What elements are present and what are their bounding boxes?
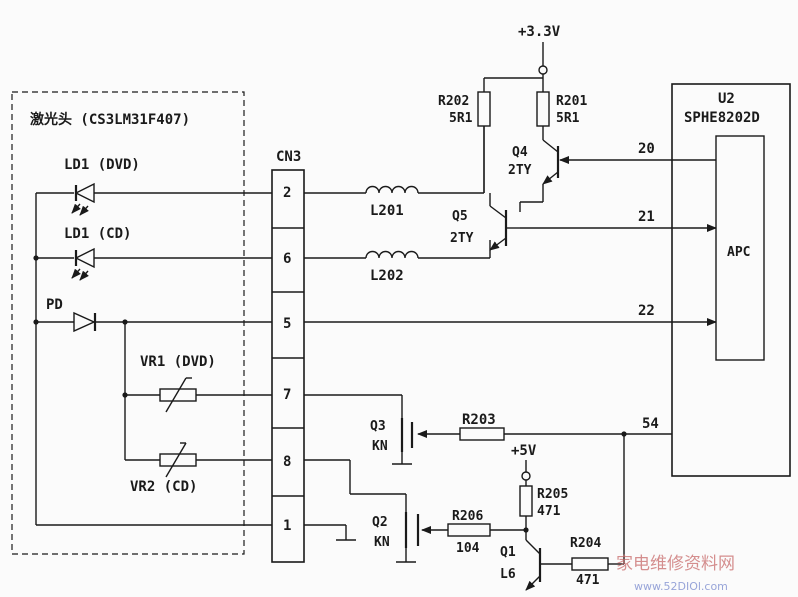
pin-54-label: 54 bbox=[642, 416, 659, 432]
r202-value: 5R1 bbox=[449, 111, 473, 126]
ld1-cd-diode-icon bbox=[36, 247, 272, 281]
q4-name: Q4 bbox=[512, 145, 528, 160]
r204-name: R204 bbox=[570, 536, 601, 551]
laser-head-label: 激光头 (CS3LM31F407) bbox=[30, 111, 190, 128]
apc-block bbox=[715, 135, 765, 361]
r202-resistor-icon bbox=[477, 91, 491, 127]
r206-value: 104 bbox=[456, 541, 480, 556]
q2-transistor-icon bbox=[396, 512, 420, 563]
l202-inductor-icon bbox=[365, 250, 419, 259]
vr1-label: VR1 (DVD) bbox=[140, 354, 216, 370]
r201-resistor-icon bbox=[536, 91, 550, 127]
cn3-dividers bbox=[272, 227, 304, 497]
q2-name: Q2 bbox=[372, 515, 388, 530]
cn3-connector bbox=[271, 169, 305, 563]
l201-label: L201 bbox=[370, 203, 404, 219]
q5-type: 2TY bbox=[450, 231, 474, 246]
ld1-cd-label: LD1 (CD) bbox=[64, 226, 131, 242]
u2-name: U2 bbox=[718, 91, 735, 107]
cn3-pin-5: 5 bbox=[283, 316, 291, 332]
q3-type: KN bbox=[372, 439, 388, 454]
q3-name: Q3 bbox=[370, 419, 386, 434]
pin-20-label: 20 bbox=[638, 141, 655, 157]
vr1-potentiometer-icon bbox=[125, 377, 272, 413]
r206-resistor-icon bbox=[447, 523, 491, 537]
u2-part: SPHE8202D bbox=[684, 110, 760, 126]
r204-value: 471 bbox=[576, 573, 600, 588]
cn3-pin-6: 6 bbox=[283, 251, 291, 267]
vr2-potentiometer-icon bbox=[125, 442, 272, 478]
cn3-label: CN3 bbox=[276, 149, 301, 165]
apc-label: APC bbox=[727, 245, 750, 260]
supply-5v-label: +5V bbox=[511, 443, 537, 459]
q4-type: 2TY bbox=[508, 163, 532, 178]
pd-label: PD bbox=[46, 297, 63, 313]
r205-name: R205 bbox=[537, 487, 568, 502]
r203-resistor-icon bbox=[459, 427, 505, 441]
pin-22-label: 22 bbox=[638, 303, 655, 319]
laser-head-box bbox=[11, 91, 245, 555]
r206-name: R206 bbox=[452, 509, 483, 524]
r205-value: 471 bbox=[537, 504, 561, 519]
l201-inductor-icon bbox=[365, 185, 419, 194]
ld1-dvd-diode-icon bbox=[36, 182, 272, 216]
q5-transistor-icon bbox=[489, 193, 520, 251]
q5-name: Q5 bbox=[452, 209, 468, 224]
q3-transistor-icon bbox=[304, 394, 414, 465]
r205-resistor-icon bbox=[519, 485, 533, 517]
r201-value: 5R1 bbox=[556, 111, 580, 126]
q1-transistor-icon bbox=[525, 539, 572, 591]
cn3-pin-7: 7 bbox=[283, 387, 291, 403]
watermark-text: 家电维修资料网 bbox=[616, 554, 735, 574]
q1-type: L6 bbox=[500, 567, 516, 582]
cn3-pin-2: 2 bbox=[283, 185, 291, 201]
r202-name: R202 bbox=[438, 94, 469, 109]
q4-transistor-icon bbox=[519, 139, 560, 212]
cn3-pin-1: 1 bbox=[283, 518, 291, 534]
pin-21-label: 21 bbox=[638, 209, 655, 225]
watermark-url: www.52DIOl.com bbox=[634, 580, 728, 593]
u2-ic-body bbox=[671, 83, 791, 477]
supply-33v-label: +3.3V bbox=[518, 24, 561, 40]
r201-name: R201 bbox=[556, 94, 587, 109]
q2-type: KN bbox=[374, 535, 390, 550]
vr2-label: VR2 (CD) bbox=[130, 479, 197, 495]
cn3-pin-8: 8 bbox=[283, 454, 291, 470]
r203-label: R203 bbox=[462, 412, 496, 428]
pd-diode-icon bbox=[36, 311, 272, 333]
r204-resistor-icon bbox=[571, 557, 609, 571]
l202-label: L202 bbox=[370, 268, 404, 284]
q1-name: Q1 bbox=[500, 545, 516, 560]
ld1-dvd-label: LD1 (DVD) bbox=[64, 157, 140, 173]
